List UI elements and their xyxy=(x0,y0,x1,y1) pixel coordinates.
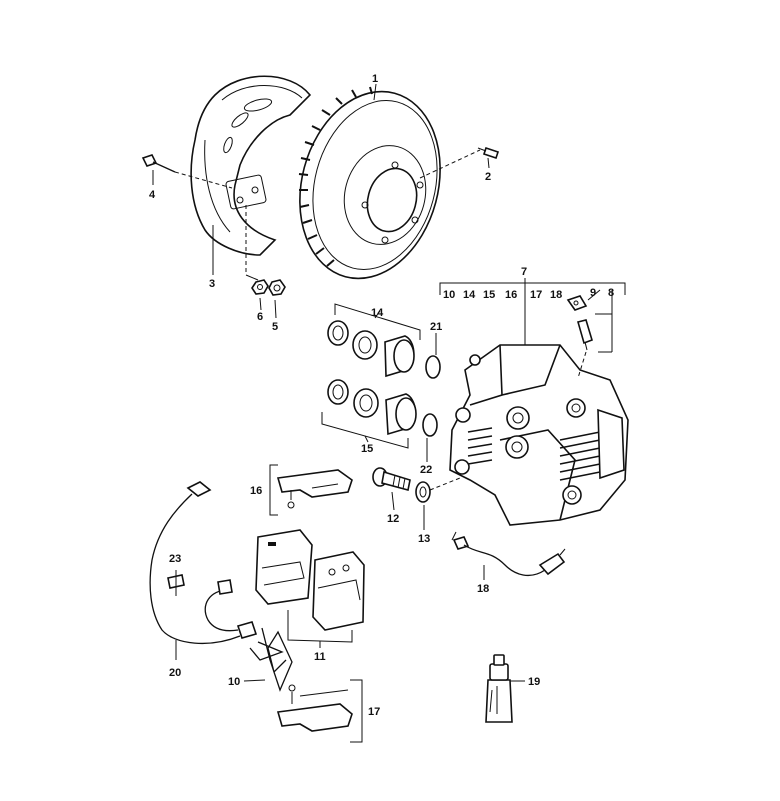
callout-kit-18: 18 xyxy=(550,289,562,301)
callout-6: 6 xyxy=(257,311,263,323)
brake-pad-set-part xyxy=(255,529,365,631)
callout-7: 7 xyxy=(521,266,527,278)
nut-part xyxy=(251,279,286,296)
callout-15: 15 xyxy=(361,443,373,455)
callout-kit-14: 14 xyxy=(463,289,476,301)
callout-kit-10: 10 xyxy=(443,289,455,301)
callout-19: 19 xyxy=(528,676,540,688)
brake-hose-part xyxy=(451,531,566,577)
grease-tube-part xyxy=(485,654,513,723)
piston-seal-set-upper xyxy=(327,320,441,379)
callout-9: 9 xyxy=(590,287,596,299)
callout-5: 5 xyxy=(272,321,278,333)
piston-seal-set-lower xyxy=(327,379,438,437)
callout-14: 14 xyxy=(371,307,384,319)
callout-kit-17: 17 xyxy=(530,289,542,301)
leader-lines xyxy=(152,83,525,682)
anti-squeal-plate-lower xyxy=(276,684,353,732)
brake-caliper-part xyxy=(449,344,629,526)
callout-13: 13 xyxy=(418,533,430,545)
anti-squeal-plate-upper xyxy=(276,469,353,509)
callout-11: 11 xyxy=(314,651,326,663)
callout-2: 2 xyxy=(485,171,491,183)
callout-12: 12 xyxy=(387,513,399,525)
callout-1: 1 xyxy=(372,73,378,85)
callout-4: 4 xyxy=(149,189,156,201)
callout-18: 18 xyxy=(477,583,489,595)
callout-17: 17 xyxy=(368,706,380,718)
splash-shield-part xyxy=(190,75,312,256)
spreader-spring-part xyxy=(249,627,293,692)
callout-8: 8 xyxy=(608,287,614,299)
callout-16: 16 xyxy=(250,485,262,497)
brake-disc-part xyxy=(298,86,441,280)
shield-bolt-part xyxy=(141,154,176,173)
callout-3: 3 xyxy=(209,278,215,290)
callout-20: 20 xyxy=(169,667,181,679)
callout-kit-16: 16 xyxy=(505,289,517,301)
callout-22: 22 xyxy=(420,464,432,476)
caliper-bolt-part xyxy=(372,467,411,491)
bleeder-cap-part xyxy=(566,295,588,311)
disc-screw-part xyxy=(477,146,500,160)
callout-23: 23 xyxy=(169,553,181,565)
callout-10: 10 xyxy=(228,676,240,688)
washer-part xyxy=(415,481,431,503)
bleeder-valve-part xyxy=(577,319,593,351)
callout-21: 21 xyxy=(430,321,442,333)
wear-sensor-part xyxy=(149,481,258,645)
callout-kit-15: 15 xyxy=(483,289,495,301)
